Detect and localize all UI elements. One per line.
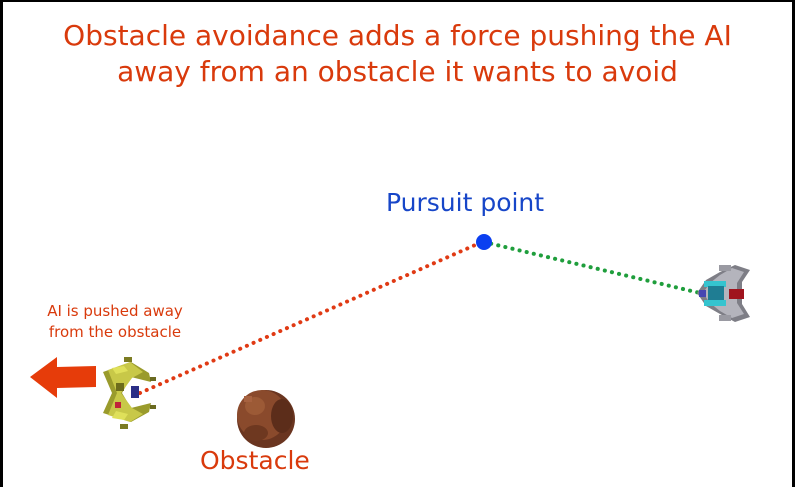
target-ship-icon (697, 265, 750, 322)
target-trail-path (484, 242, 700, 293)
pursuit-point-label: Pursuit point (386, 188, 544, 217)
ai-ship-icon (103, 357, 156, 429)
arrow-left-icon (30, 357, 96, 398)
obstacle-label: Obstacle (200, 446, 310, 475)
asteroid-icon (237, 390, 295, 448)
pursuit-point-marker (476, 234, 492, 250)
pushed-label-line-1: AI is pushed away (20, 301, 210, 322)
pushed-label-line-2: from the obstacle (20, 322, 210, 343)
pushed-away-label: AI is pushed away from the obstacle (20, 301, 210, 343)
